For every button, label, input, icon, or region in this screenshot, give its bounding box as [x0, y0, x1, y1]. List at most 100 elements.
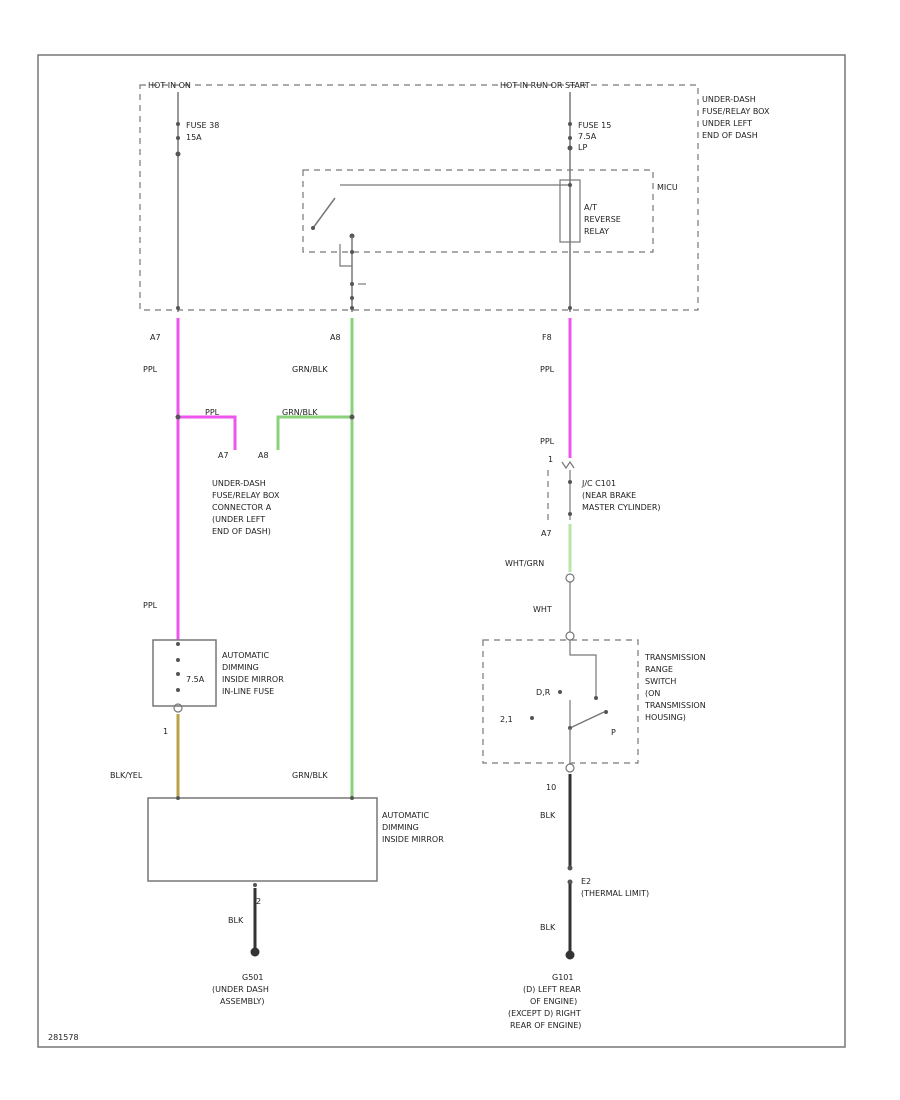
- micu-outline: [302, 169, 654, 253]
- wire-wht-grn-label: WHT/GRN: [505, 559, 544, 568]
- mirror-label: AUTOMATIC DIMMING INSIDE MIRROR: [382, 811, 444, 844]
- svg-text:DIMMING: DIMMING: [382, 823, 419, 832]
- wire-wht-label: WHT: [533, 605, 552, 614]
- jc-pin-a7: A7: [541, 529, 552, 538]
- mirror-pin-1-label: 1: [163, 727, 168, 736]
- connector-a-pin-a8: A8: [258, 451, 269, 460]
- transmission-range-switch-label: TRANSMISSION RANGE SWITCH (ON TRANSMISSI…: [644, 653, 706, 722]
- svg-text:LP: LP: [578, 143, 587, 152]
- micu-label: MICU: [657, 183, 678, 192]
- auto-dimming-mirror-box: [147, 797, 378, 882]
- diagram-frame: [37, 54, 846, 1048]
- svg-text:DIMMING: DIMMING: [222, 663, 259, 672]
- transmission-range-switch-outline: [482, 639, 639, 764]
- wire-ppl-label-4: PPL: [143, 601, 158, 610]
- trans-switch-arm: [569, 711, 605, 729]
- svg-text:AUTOMATIC: AUTOMATIC: [222, 651, 270, 660]
- svg-text:CONNECTOR A: CONNECTOR A: [212, 503, 272, 512]
- svg-text:RELAY: RELAY: [584, 227, 609, 236]
- wire-ppl-label-1: PPL: [143, 365, 158, 374]
- wire-ppl-label-3: PPL: [540, 365, 555, 374]
- wire-grnblk-label-2: GRN/BLK: [282, 408, 318, 417]
- svg-text:UNDER-DASH: UNDER-DASH: [702, 95, 756, 104]
- svg-text:G501: G501: [242, 973, 263, 982]
- underdash-box-label: UNDER-DASH FUSE/RELAY BOX UNDER LEFT END…: [702, 95, 770, 140]
- svg-text:INSIDE MIRROR: INSIDE MIRROR: [382, 835, 444, 844]
- switch-label-p: P: [611, 728, 616, 737]
- pin-10-label: 10: [546, 783, 556, 792]
- svg-text:IN-LINE FUSE: IN-LINE FUSE: [222, 687, 274, 696]
- reverse-relay-label: A/T REVERSE RELAY: [584, 203, 621, 236]
- pin-a8-label: A8: [330, 333, 341, 342]
- svg-text:(UNDER LEFT: (UNDER LEFT: [212, 515, 265, 524]
- svg-text:(NEAR BRAKE: (NEAR BRAKE: [582, 491, 636, 500]
- pin-a7-label: A7: [150, 333, 161, 342]
- ground-g101: [565, 950, 575, 960]
- svg-text:(THERMAL LIMIT): (THERMAL LIMIT): [581, 889, 649, 898]
- svg-text:OF ENGINE): OF ENGINE): [530, 997, 577, 1006]
- svg-text:E2: E2: [581, 877, 591, 886]
- svg-text:FUSE/RELAY BOX: FUSE/RELAY BOX: [212, 491, 280, 500]
- hot-in-run-start-label: HOT IN RUN OR START: [500, 81, 590, 90]
- svg-text:(ON: (ON: [645, 689, 660, 698]
- svg-text:ASSEMBLY): ASSEMBLY): [220, 997, 264, 1006]
- svg-text:TRANSMISSION: TRANSMISSION: [644, 701, 706, 710]
- svg-text:UNDER-DASH: UNDER-DASH: [212, 479, 266, 488]
- diagram-code: 281578: [48, 1033, 79, 1042]
- svg-text:(EXCEPT D) RIGHT: (EXCEPT D) RIGHT: [508, 1009, 581, 1018]
- wire-blk-label-3: BLK: [540, 923, 556, 932]
- underdash-fuse-relay-box-outline: [139, 84, 699, 311]
- fuse-right-label: FUSE 15 7.5A LP: [578, 121, 611, 152]
- svg-text:(UNDER DASH: (UNDER DASH: [212, 985, 269, 994]
- hot-at-all-times-label: HOT IN ON: [148, 81, 191, 90]
- switch-label-dr: D,R: [536, 688, 551, 697]
- svg-text:FUSE 15: FUSE 15: [578, 121, 611, 130]
- g501-label: G501 (UNDER DASH ASSEMBLY): [212, 973, 269, 1006]
- wire-ppl-label-5: PPL: [540, 437, 555, 446]
- jc-pin-1: 1: [548, 455, 553, 464]
- svg-text:HOUSING): HOUSING): [645, 713, 686, 722]
- svg-text:A/T: A/T: [584, 203, 597, 212]
- wire-ppl-label-2: PPL: [205, 408, 220, 417]
- svg-text:REVERSE: REVERSE: [584, 215, 621, 224]
- wire-blk-label-2: BLK: [540, 811, 556, 820]
- pin-f8-label: F8: [542, 333, 552, 342]
- wire-grnblk-branch: [276, 415, 352, 450]
- wire-grnblk-label-3: GRN/BLK: [292, 771, 328, 780]
- svg-text:15A: 15A: [186, 133, 202, 142]
- inline-fuse-amp: 7.5A: [186, 675, 205, 684]
- svg-text:UNDER LEFT: UNDER LEFT: [702, 119, 752, 128]
- mirror-pin-2-label: 2: [256, 897, 261, 906]
- svg-text:FUSE 38: FUSE 38: [186, 121, 219, 130]
- ground-g501: [250, 947, 260, 957]
- svg-text:END OF DASH): END OF DASH): [212, 527, 271, 536]
- connector-a-label: UNDER-DASH FUSE/RELAY BOX CONNECTOR A (U…: [212, 479, 280, 536]
- svg-text:INSIDE MIRROR: INSIDE MIRROR: [222, 675, 284, 684]
- wire-ppl-branch: [178, 415, 237, 450]
- svg-text:REAR OF ENGINE): REAR OF ENGINE): [510, 1021, 581, 1030]
- relay-switch-arm: [312, 197, 336, 229]
- svg-text:TRANSMISSION: TRANSMISSION: [644, 653, 706, 662]
- wire-blk-label-1: BLK: [228, 916, 244, 925]
- connector-a-pin-a7: A7: [218, 451, 229, 460]
- wire-grnblk-label-1: GRN/BLK: [292, 365, 328, 374]
- switch-label-21: 2,1: [500, 715, 513, 724]
- svg-text:G101: G101: [552, 973, 573, 982]
- jc-c101-label: J/C C101 (NEAR BRAKE MASTER CYLINDER): [581, 479, 661, 512]
- svg-text:J/C C101: J/C C101: [581, 479, 616, 488]
- g101-label: G101 (D) LEFT REAR OF ENGINE) (EXCEPT D)…: [508, 973, 581, 1030]
- svg-text:AUTOMATIC: AUTOMATIC: [382, 811, 430, 820]
- wire-blkyel-label: BLK/YEL: [110, 771, 143, 780]
- reverse-relay-coil: [559, 179, 581, 243]
- svg-text:SWITCH: SWITCH: [645, 677, 676, 686]
- fuse-left-label: FUSE 38 15A: [186, 121, 219, 142]
- svg-text:FUSE/RELAY BOX: FUSE/RELAY BOX: [702, 107, 770, 116]
- svg-text:END OF DASH: END OF DASH: [702, 131, 758, 140]
- e2-label: E2 (THERMAL LIMIT): [581, 877, 649, 898]
- inline-fuse-label: AUTOMATIC DIMMING INSIDE MIRROR IN-LINE …: [222, 651, 284, 696]
- svg-text:MASTER CYLINDER): MASTER CYLINDER): [582, 503, 661, 512]
- svg-text:RANGE: RANGE: [645, 665, 673, 674]
- svg-text:(D) LEFT REAR: (D) LEFT REAR: [523, 985, 581, 994]
- svg-text:7.5A: 7.5A: [578, 132, 597, 141]
